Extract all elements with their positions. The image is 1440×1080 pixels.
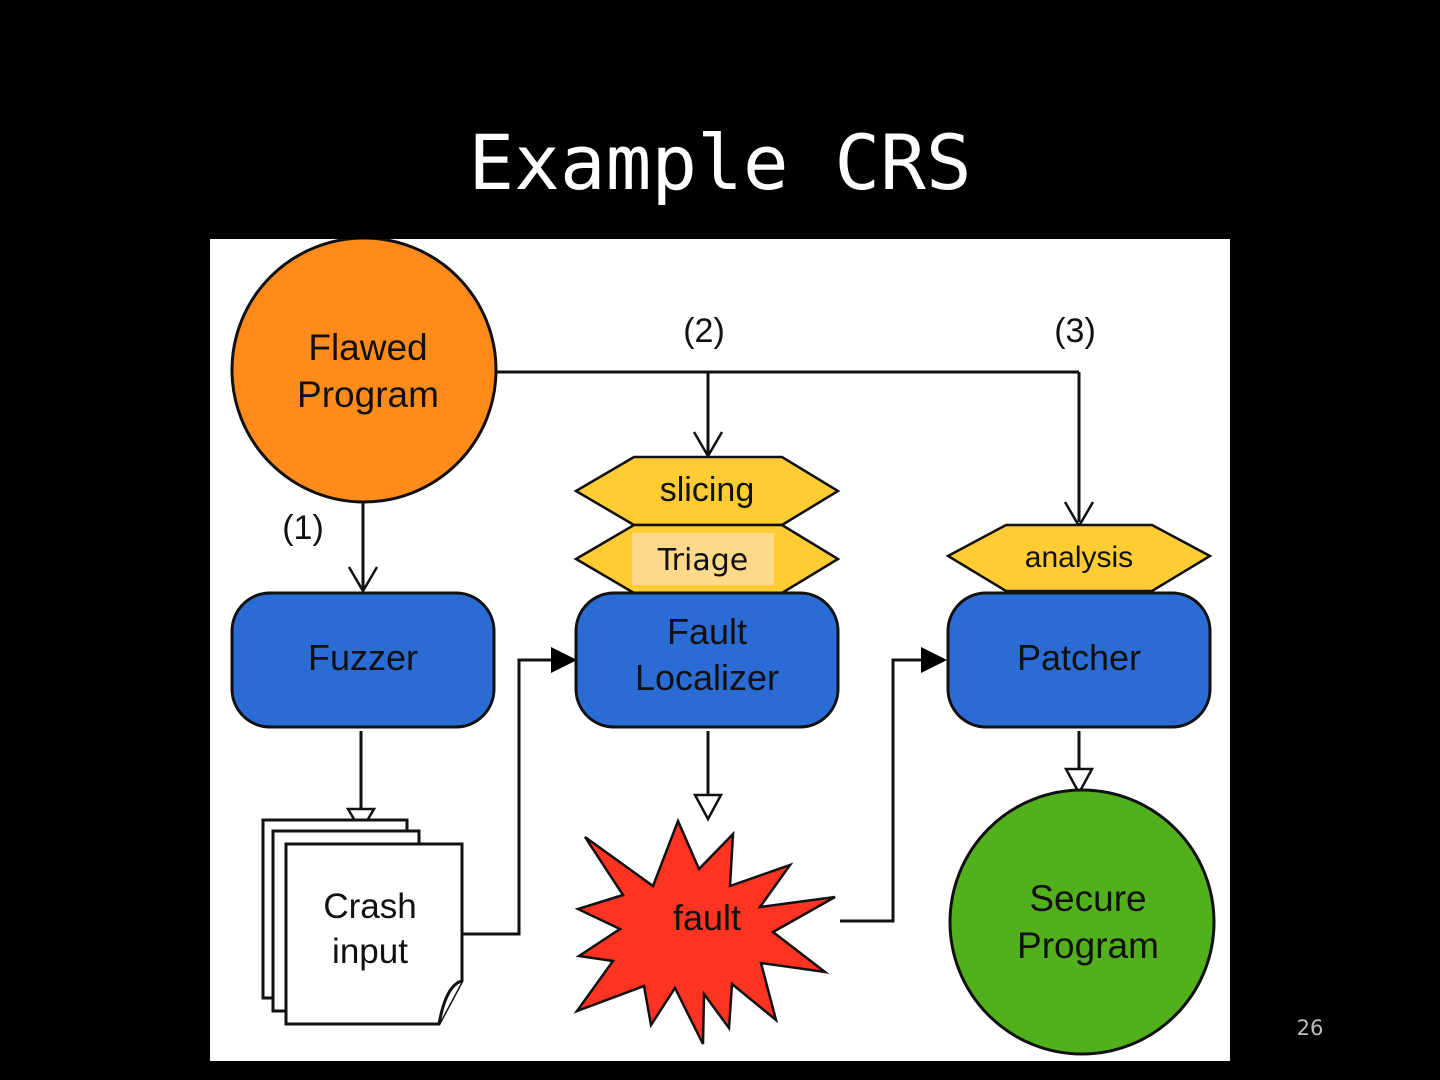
triage-node: Triage xyxy=(573,523,841,595)
fuzzer-node: Fuzzer xyxy=(230,591,496,729)
fuzzer-box xyxy=(230,591,496,729)
flawed-program-node: Flawed Program xyxy=(230,239,498,504)
edge-label-3: (3) xyxy=(1054,312,1096,350)
arrowhead-fault xyxy=(692,793,724,822)
fault-node: fault xyxy=(573,817,836,1045)
slide-number: 26 xyxy=(1296,1016,1324,1040)
flawed-program-label-line2: Program xyxy=(297,374,439,415)
fault-localizer-box xyxy=(574,591,840,729)
patcher-box xyxy=(946,591,1212,729)
arrowhead-patcher xyxy=(921,647,947,673)
connectors xyxy=(359,370,1081,936)
crash-input-node: Crash input xyxy=(261,818,464,1026)
edge-label-2: (2) xyxy=(683,312,725,350)
edge-fault-to-patcher xyxy=(840,658,925,923)
secure-program-circle xyxy=(948,788,1216,1056)
secure-program-label-line1: Secure xyxy=(1029,878,1146,919)
analysis-node: analysis xyxy=(945,523,1213,593)
crs-diagram: (1) (2) (3) Flawed Program Fuzzer slicin… xyxy=(210,239,1230,1061)
slicing-node: slicing xyxy=(573,455,841,527)
crash-input-label-line1: Crash xyxy=(323,887,416,926)
patcher-label: Patcher xyxy=(1017,637,1141,678)
fuzzer-label: Fuzzer xyxy=(308,637,418,678)
fault-starburst xyxy=(573,817,836,1045)
secure-program-node: Secure Program xyxy=(948,788,1216,1056)
edge-crash-to-localizer xyxy=(462,658,554,936)
fault-localizer-node: Fault Localizer xyxy=(574,591,840,729)
fault-localizer-label-line2: Localizer xyxy=(635,657,779,698)
patcher-node: Patcher xyxy=(946,591,1212,729)
triage-highlight xyxy=(632,533,774,585)
analysis-label: analysis xyxy=(1025,541,1133,574)
crash-doc-dogear xyxy=(437,979,463,1025)
arrowhead-secure xyxy=(1063,767,1095,796)
slide-title: Example CRS xyxy=(468,118,972,207)
analysis-hexagon xyxy=(945,523,1213,593)
filled-arrowheads xyxy=(551,647,947,673)
secure-program-label-line2: Program xyxy=(1017,925,1159,966)
edge-label-1: (1) xyxy=(282,509,324,547)
flawed-program-circle xyxy=(230,239,498,504)
triage-label: Triage xyxy=(657,543,748,578)
arrowhead-fuzzer xyxy=(347,566,379,594)
fault-localizer-label-line1: Fault xyxy=(667,611,747,652)
arrowhead-localizer xyxy=(551,647,577,673)
fault-label: fault xyxy=(673,897,741,938)
crash-input-label-line2: input xyxy=(332,932,408,971)
slicing-label: slicing xyxy=(660,471,754,509)
flawed-program-label-line1: Flawed xyxy=(308,327,427,368)
